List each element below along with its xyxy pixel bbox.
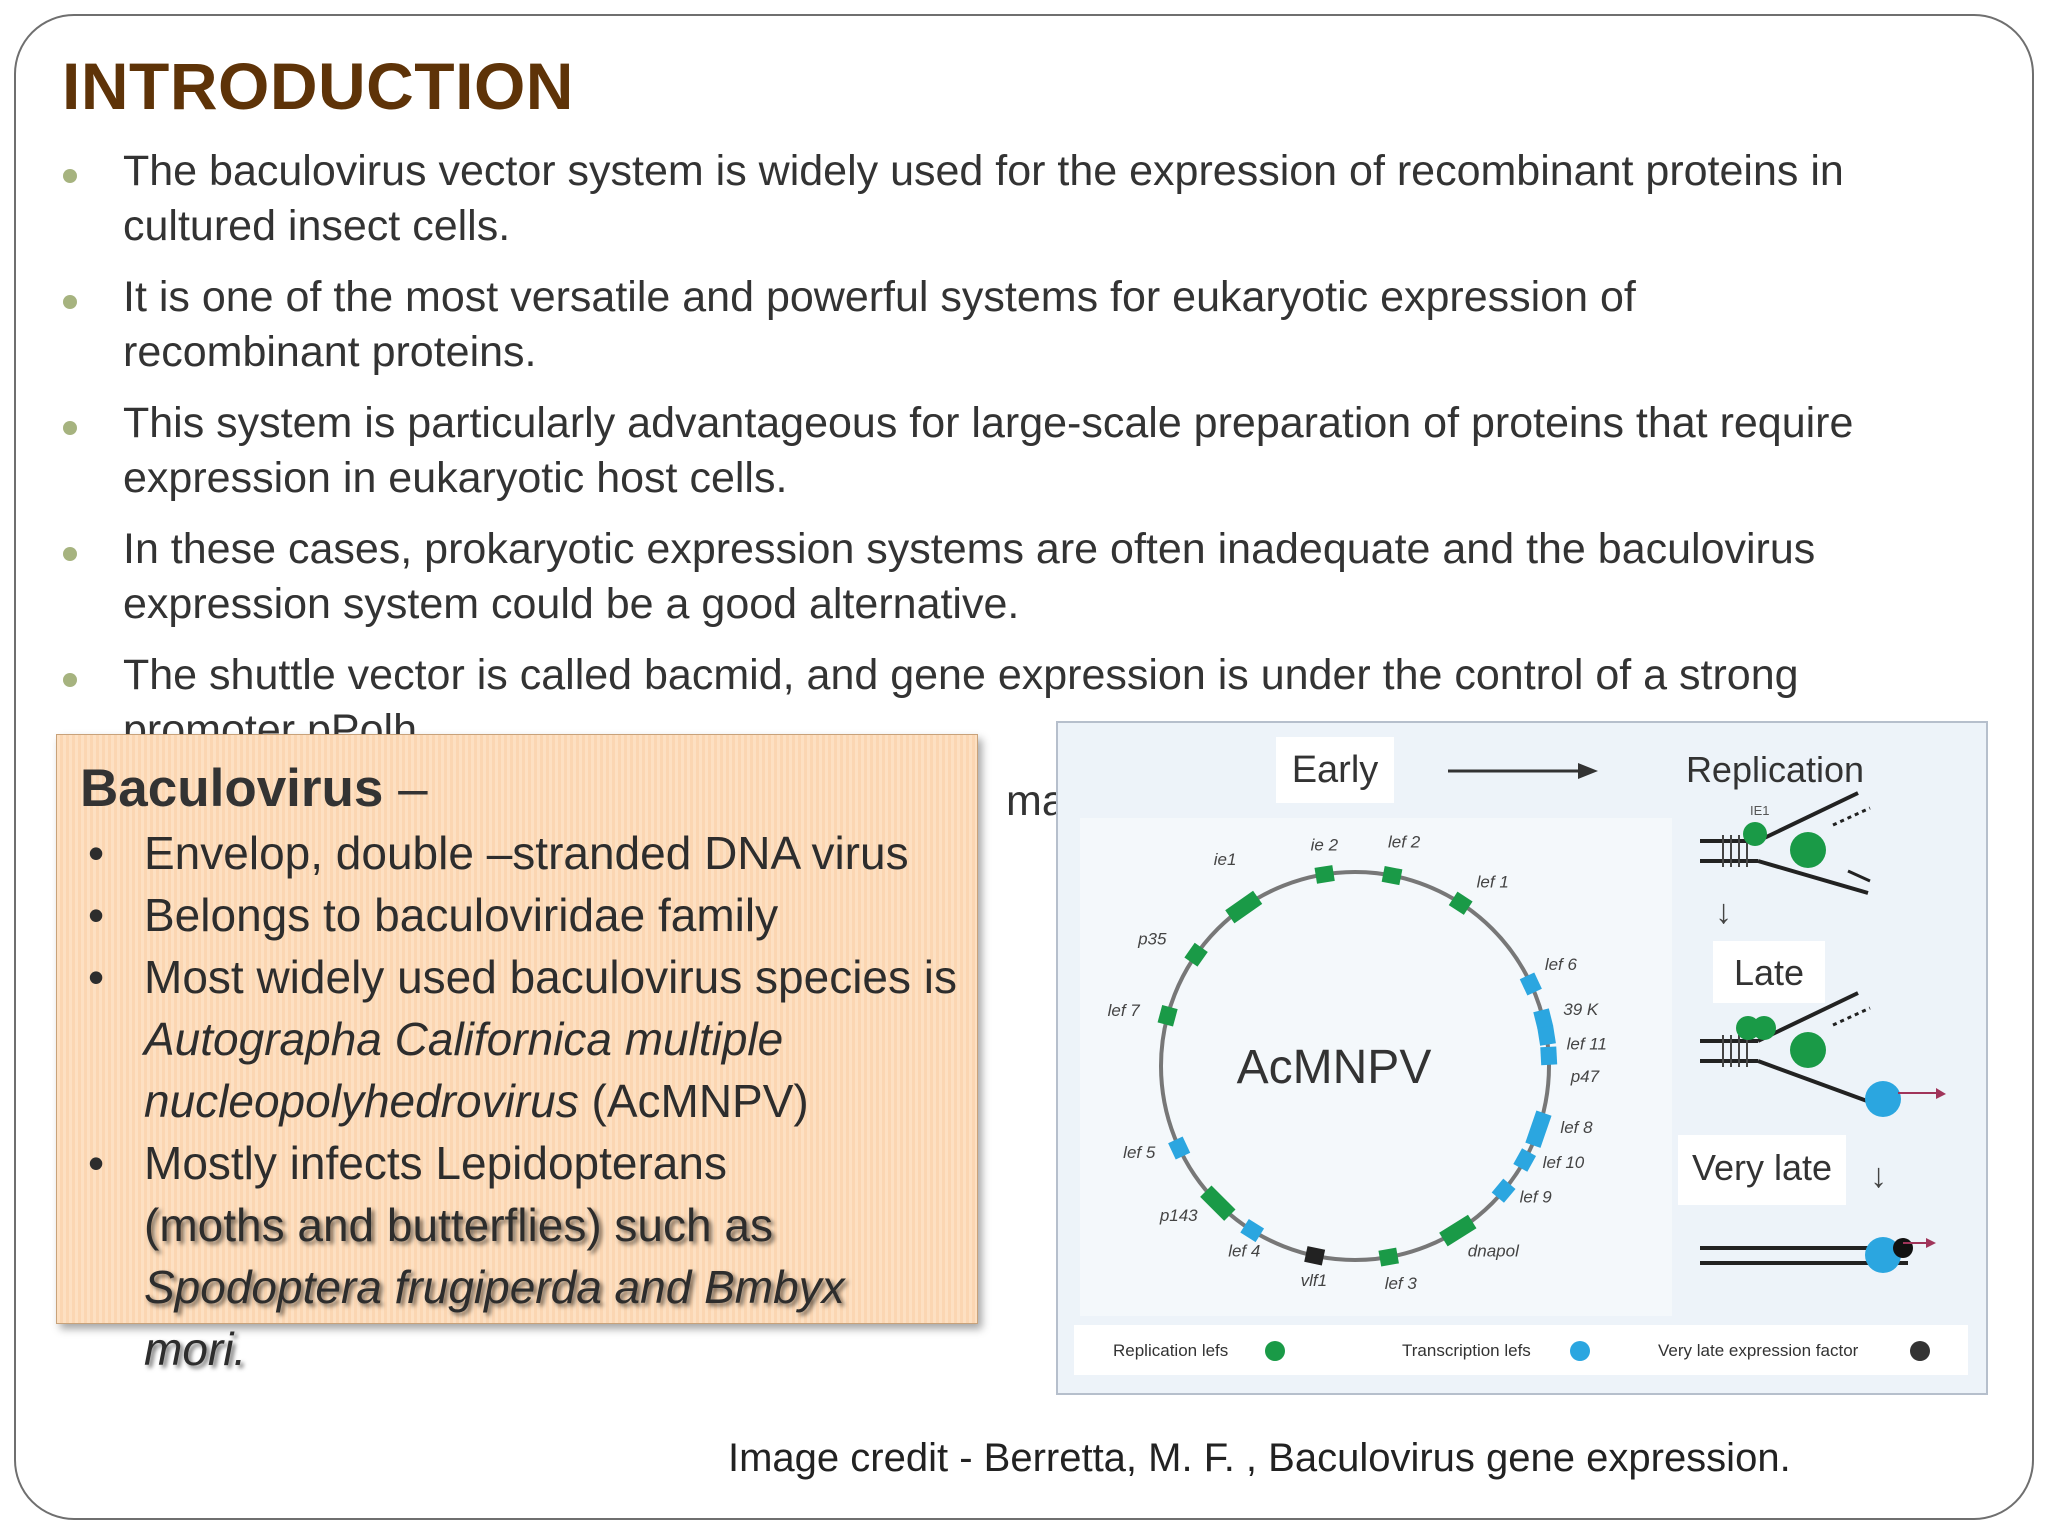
gene-label-lef9: lef 9: [1520, 1188, 1553, 1207]
gene-label-k39: 39 K: [1563, 1000, 1599, 1019]
label-late: Late: [1734, 952, 1804, 993]
gene-label-lef3: lef 3: [1385, 1274, 1418, 1293]
legend-swatch-replication: [1265, 1341, 1285, 1361]
acmnpv-diagram: Early Replication AcMNPV ie1 ie 2 lef 2 lef…: [1074, 737, 1968, 1375]
info-box-overflow-line: (moths and butterflies) such as: [144, 1199, 773, 1251]
label-very-late: Very late: [1692, 1147, 1832, 1188]
gene-marker-lef4: [1240, 1218, 1265, 1243]
info-box-list: •Envelop, double –stranded DNA virus•Bel…: [80, 822, 980, 1194]
gene-label-lef2: lef 2: [1388, 833, 1421, 852]
bullet-dot: •: [88, 951, 105, 1003]
bullet-item: In these cases, prokaryotic expression s…: [61, 522, 1991, 632]
gene-label-lef4: lef 4: [1228, 1242, 1260, 1261]
legend-swatch-very-late: [1910, 1341, 1930, 1361]
bullet-item: This system is particularly advantageous…: [61, 396, 1991, 506]
info-box-item: •Envelop, double –stranded DNA virus: [80, 822, 980, 884]
slide-title: INTRODUCTION: [62, 49, 574, 123]
gene-marker-ie2: [1314, 865, 1335, 884]
gene-marker-lef1: [1448, 891, 1473, 915]
very-late-label-box: [1678, 1135, 1846, 1205]
legend-transcription: Transcription lefs: [1402, 1341, 1531, 1360]
bullet-item: The baculovirus vector system is widely …: [61, 144, 1991, 254]
legend-swatch-transcription: [1570, 1341, 1590, 1361]
gene-label-lef10: lef 10: [1543, 1153, 1585, 1172]
info-box-item: •Mostly infects Lepidopterans: [80, 1132, 980, 1194]
info-box-overflow-line: mori.: [144, 1323, 247, 1375]
gene-label-ie1: ie1: [1214, 850, 1237, 869]
genome-panel: [1080, 818, 1672, 1316]
gene-label-lef11: lef 11: [1567, 1035, 1607, 1054]
late-label-box: [1713, 941, 1825, 1003]
bullet-dot: [63, 673, 77, 687]
gene-label-lef8: lef 8: [1560, 1118, 1593, 1137]
arrow-head: [1578, 763, 1598, 779]
bullet-dot: [63, 169, 77, 183]
legend-very-late: Very late expression factor: [1658, 1341, 1859, 1360]
gene-label-lef7: lef 7: [1108, 1001, 1141, 1020]
baculovirus-info-text: Baculovirus – •Envelop, double –stranded…: [80, 758, 980, 1380]
gene-label-lef1: lef 1: [1477, 872, 1509, 891]
gene-marker-lef8: [1525, 1110, 1552, 1148]
bullet-dot: •: [88, 827, 105, 879]
gene-labels: ie1 ie 2 lef 2 lef 1 lef 6 39 K lef 11 p47 lef 8…: [1108, 833, 1607, 1293]
gene-marker-lef2: [1381, 865, 1403, 886]
gene-label-p47: p47: [1570, 1067, 1600, 1086]
info-box-item: •Most widely used baculovirus species is…: [80, 946, 980, 1132]
bullet-dot: •: [88, 1137, 105, 1189]
gene-marker-vlf1: [1304, 1246, 1326, 1266]
bullet-item: The shuttle vector is called bacmid, and…: [61, 648, 1991, 758]
genome-name: AcMNPV: [1237, 1041, 1432, 1094]
gene-label-dnapol: dnapol: [1468, 1242, 1520, 1261]
arrow-down-icon: ↓: [1715, 893, 1732, 931]
gene-marker-k39: [1533, 1008, 1554, 1030]
gene-markers: [1157, 865, 1558, 1267]
gene-marker-lef5: [1168, 1136, 1191, 1160]
baculovirus-info-box: [56, 734, 978, 1324]
genome-circle: [1159, 870, 1551, 1262]
info-box-overflow-line: Spodoptera frugiperda and Bmbyx: [144, 1261, 845, 1313]
info-box-title: Baculovirus –: [80, 759, 428, 818]
gene-marker-p35: [1184, 942, 1208, 967]
gene-marker-p47: [1540, 1046, 1558, 1066]
gene-marker-lef6: [1519, 972, 1542, 996]
label-replication: Replication: [1686, 749, 1864, 790]
gene-label-ie2: ie 2: [1311, 835, 1339, 854]
gene-label-lef6: lef 6: [1545, 955, 1578, 974]
bullet-dot: [63, 547, 77, 561]
info-box-overflow-text: (moths and butterflies) such as Spodopter…: [80, 1194, 980, 1380]
gene-marker-lef9: [1491, 1178, 1516, 1203]
transcription-complex: [1700, 1237, 1936, 1273]
gene-marker-lef7: [1157, 1005, 1178, 1027]
gene-marker-ie1: [1225, 890, 1263, 924]
image-credit: Image credit - Berretta, M. F. , Baculov…: [728, 1436, 1791, 1480]
arrow-down-icon: ↓: [1870, 1157, 1887, 1195]
label-early: Early: [1292, 749, 1379, 791]
bullet-dot: [63, 421, 77, 435]
gene-marker-p143: [1200, 1185, 1236, 1221]
slide: INTRODUCTION The baculovirus vector syst…: [14, 14, 2034, 1520]
gene-label-vlf1: vlf1: [1301, 1271, 1327, 1290]
legend-replication: Replication lefs: [1113, 1341, 1228, 1360]
bullet-dot: [63, 295, 77, 309]
gene-expression-figure: Early Replication AcMNPV ie1 ie 2 lef 2 lef…: [1056, 721, 1988, 1395]
replication-fork-2: [1700, 991, 1946, 1117]
gene-label-lef5: lef 5: [1123, 1143, 1156, 1162]
bullet-list: The baculovirus vector system is widely …: [61, 144, 1991, 845]
early-label-box: [1276, 737, 1394, 803]
replication-fork-1: IE1: [1700, 791, 1871, 895]
gene-marker-dnapol: [1439, 1214, 1477, 1247]
bullet-dot: •: [88, 889, 105, 941]
legend: [1074, 1325, 1968, 1375]
gene-marker-lef11: [1537, 1025, 1556, 1046]
svg-text:IE1: IE1: [1750, 803, 1770, 818]
gene-label-p143: p143: [1159, 1206, 1198, 1225]
gene-marker-lef3: [1378, 1247, 1399, 1267]
gene-label-p35: p35: [1137, 930, 1167, 949]
info-box-item: •Belongs to baculoviridae family: [80, 884, 980, 946]
bullet-item: It is one of the most versatile and powe…: [61, 270, 1991, 380]
gene-marker-lef10: [1513, 1148, 1537, 1172]
